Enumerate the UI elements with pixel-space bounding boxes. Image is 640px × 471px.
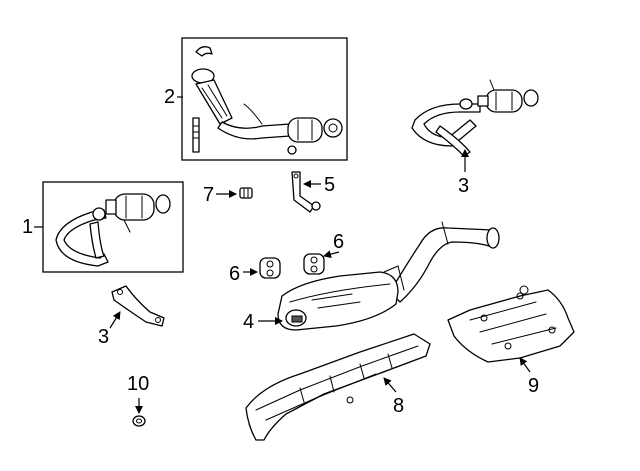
callout-3-upper: 3 (458, 175, 469, 197)
callout-7: 7 (203, 184, 214, 206)
hanger-bracket (291, 171, 321, 213)
callout-9: 9 (528, 375, 539, 397)
callout-10: 10 (127, 373, 149, 395)
y-pipe-assembly-box (42, 181, 184, 273)
hex-nut (132, 415, 146, 427)
callout-1: 1 (22, 216, 33, 238)
bolt (239, 187, 253, 199)
rubber-isolator-right (303, 253, 325, 275)
callout-6-right: 6 (333, 231, 344, 253)
callout-5: 5 (324, 174, 335, 196)
front-converter-kit-box (181, 37, 348, 161)
heat-shield-long (245, 333, 431, 441)
bracket-lower (111, 285, 165, 327)
y-pipe-upper (411, 79, 539, 157)
callout-8: 8 (393, 395, 404, 417)
callout-6-left: 6 (229, 263, 240, 285)
heat-shield-wide (447, 285, 575, 363)
rubber-isolator-left (259, 257, 281, 279)
callout-2: 2 (164, 86, 175, 108)
muffler-tailpipe (277, 221, 500, 331)
callout-4: 4 (243, 311, 254, 333)
callout-3-lower: 3 (98, 326, 109, 348)
